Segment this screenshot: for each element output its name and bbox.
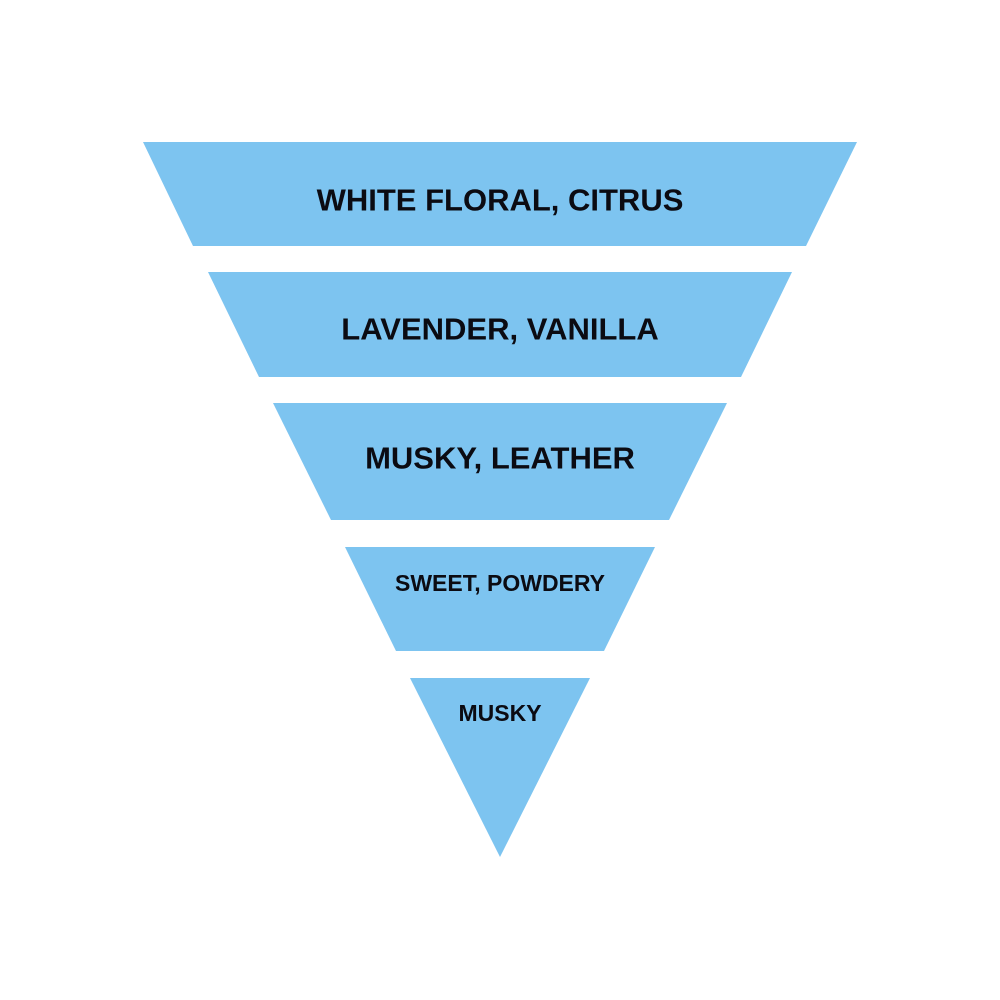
tier-5-shape: [410, 678, 590, 857]
tier-4: SWEET, POWDERY: [345, 547, 655, 651]
tier-2-label: LAVENDER, VANILLA: [341, 312, 658, 347]
tier-2: LAVENDER, VANILLA: [208, 272, 792, 377]
tier-4-label: SWEET, POWDERY: [395, 570, 605, 596]
tier-3: MUSKY, LEATHER: [273, 403, 727, 520]
tier-1-label: WHITE FLORAL, CITRUS: [317, 183, 684, 218]
tier-5: MUSKY: [410, 678, 590, 857]
tier-5-label: MUSKY: [458, 700, 541, 726]
tier-2-shape: [208, 272, 792, 377]
tier-3-label: MUSKY, LEATHER: [365, 441, 635, 476]
tier-1-shape: [143, 142, 857, 246]
tier-1: WHITE FLORAL, CITRUS: [143, 142, 857, 246]
tier-3-shape: [273, 403, 727, 520]
tier-4-shape: [345, 547, 655, 651]
